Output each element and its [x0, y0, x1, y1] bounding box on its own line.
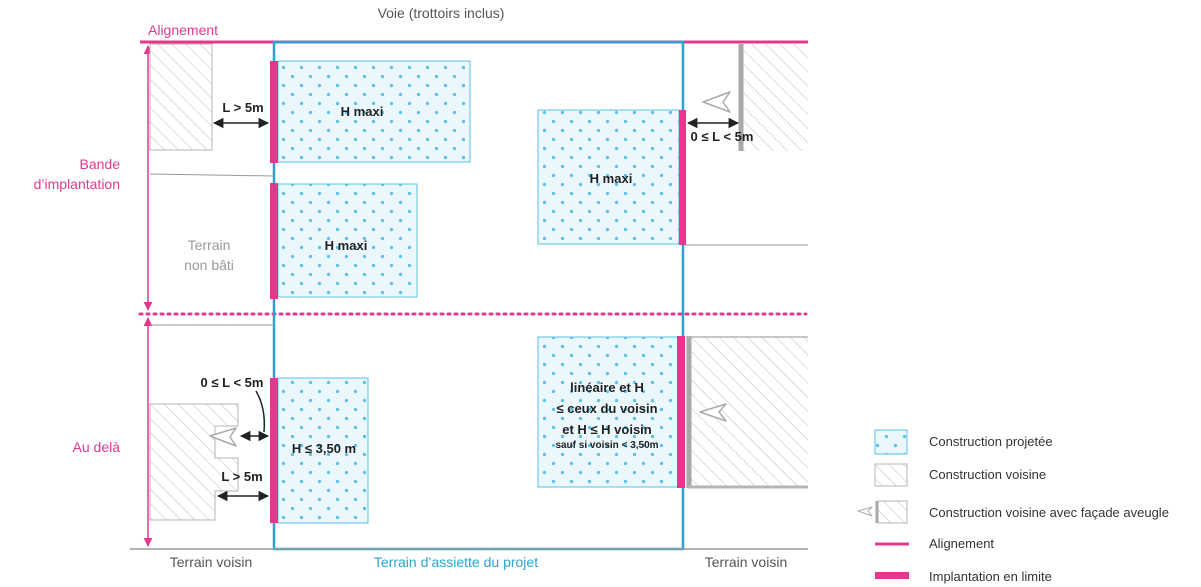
building-5-label-3: et H ≤ H voisin	[562, 422, 652, 437]
limit-bar-1	[270, 61, 278, 163]
au-dela-label: Au delà	[73, 439, 121, 455]
projected-building-1	[277, 60, 471, 163]
projected-building-5	[537, 336, 679, 488]
dimension-label-2: 0 ≤ L < 5m	[691, 129, 754, 144]
terrain-voisin-right-label: Terrain voisin	[705, 554, 787, 570]
legend-item-4: Alignement	[929, 536, 994, 551]
terrain-voisin-left-label: Terrain voisin	[170, 554, 252, 570]
blind-facade-icon-top-right	[702, 91, 731, 113]
limit-bar-5	[677, 336, 685, 488]
construction-projetee-swatch	[874, 429, 908, 455]
projected-building-4	[277, 377, 369, 524]
implantation-limite-bar-swatch	[875, 572, 909, 579]
limit-bar-2	[270, 183, 278, 299]
alignement-label: Alignement	[148, 22, 218, 38]
dimension-label-1: L > 5m	[222, 100, 263, 115]
neighbor-building-top-right	[740, 44, 808, 151]
projected-building-2	[277, 183, 418, 298]
limit-bar-3	[679, 110, 686, 245]
dimension-leader-3	[255, 390, 266, 433]
legend-item-2: Construction voisine	[929, 467, 1046, 482]
left-parcel-line-1	[149, 173, 275, 177]
building-3-label: H maxi	[590, 171, 633, 186]
dimension-label-3: 0 ≤ L < 5m	[201, 375, 264, 390]
building-5-label-1: linéaire et H	[570, 380, 644, 395]
blind-facade-icon-left	[209, 427, 237, 447]
facade-aveugle-swatch	[857, 500, 908, 524]
neighbor-building-top-left	[149, 43, 213, 151]
building-5-label-2: ≤ ceux du voisin	[556, 401, 657, 416]
legend-item-3: Construction voisine avec façade aveugle	[929, 505, 1169, 520]
terrain-non-bati-2: non bâti	[184, 257, 234, 273]
legend-item-1: Construction projetée	[929, 434, 1053, 449]
legend-item-5: Implantation en limite	[929, 569, 1052, 584]
building-1-label: H maxi	[341, 104, 384, 119]
bande-label-1: Bande	[80, 156, 121, 172]
building-5-label-4: sauf si voisin < 3,50m	[555, 440, 658, 451]
bande-label-2: d’implantation	[34, 176, 120, 192]
limit-bar-4	[270, 378, 278, 523]
building-4-label: H ≤ 3,50 m	[292, 441, 356, 456]
blind-facade-icon-bottom-right	[699, 403, 727, 422]
neighbor-building-bottom-left	[149, 403, 239, 521]
construction-voisine-swatch	[874, 463, 908, 487]
projected-building-3	[537, 109, 680, 245]
dimension-label-4: L > 5m	[221, 469, 262, 484]
road-label: Voie (trottoirs inclus)	[378, 5, 505, 21]
legend: Construction projetée Construction voisi…	[857, 429, 1169, 584]
building-2-label: H maxi	[325, 238, 368, 253]
terrain-projet-label: Terrain d’assiette du projet	[374, 554, 538, 570]
terrain-non-bati-1: Terrain	[188, 237, 231, 253]
